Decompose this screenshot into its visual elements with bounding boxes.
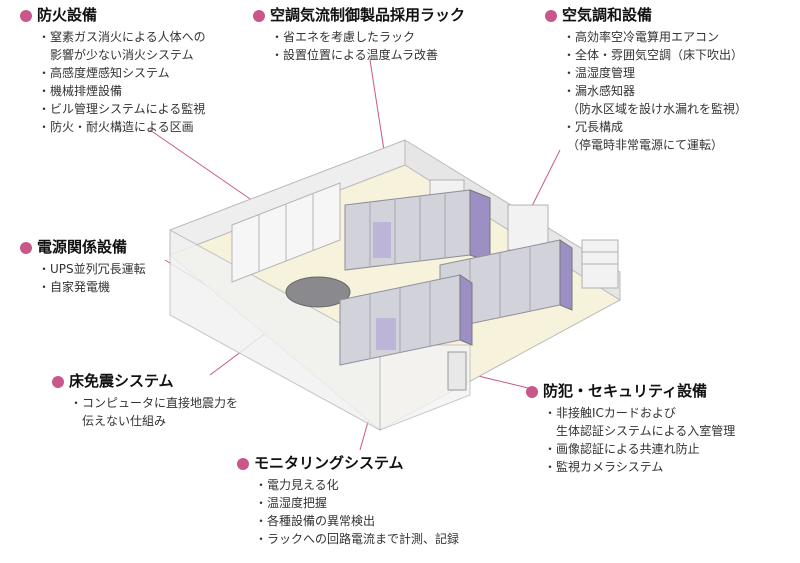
section-monitor-title: モニタリングシステム: [237, 454, 459, 473]
section-fire: 防火設備 ・窒素ガス消火による人体への 影響が少ない消火システム ・高感度煙感知…: [20, 6, 206, 136]
bullet-dot-icon: [237, 457, 249, 470]
section-security-title: 防犯・セキュリティ設備: [526, 382, 735, 401]
air-item: ・漏水感知器: [563, 84, 636, 98]
fire-item: 影響が少ない消火システム: [50, 48, 194, 62]
fire-item: ・防火・耐火構造による区画: [38, 120, 194, 134]
air-item: （停電時非常電源にて運転）: [567, 138, 724, 152]
security-item: 生体認証システムによる入室管理: [556, 424, 736, 438]
rack-item: ・設置位置による温度ムラ改善: [271, 48, 439, 62]
section-fire-title: 防火設備: [20, 6, 206, 25]
bullet-dot-icon: [545, 9, 557, 22]
rack-row-1: [344, 189, 491, 271]
power-item: ・UPS並列冗長運転: [38, 262, 146, 276]
security-item: ・監視カメラシステム: [544, 460, 664, 474]
security-item: ・画像認証による共連れ防止: [544, 442, 700, 456]
section-air-title: 空気調和設備: [545, 6, 747, 25]
seismic-floor-disc: [285, 276, 351, 308]
bullet-dot-icon: [52, 375, 64, 388]
air-item: ・温湿度管理: [563, 66, 636, 80]
air-item: （防水区域を設け水漏れを監視）: [567, 102, 748, 116]
bullet-dot-icon: [20, 241, 32, 254]
section-quake: 床免震システム ・コンピュータに直接地震力を 伝えない仕組み: [52, 372, 238, 430]
fire-item: ・ビル管理システムによる監視: [38, 102, 206, 116]
section-monitor: モニタリングシステム ・電力見える化 ・温湿度把握 ・各種設備の異常検出 ・ラッ…: [237, 454, 459, 548]
monitor-item: ・ラックへの回路電流まで計測、記録: [255, 532, 460, 546]
rack-item: ・省エネを考慮したラック: [271, 30, 416, 44]
air-item: ・全体・雰囲気空調（床下吹出）: [563, 48, 744, 62]
quake-item: 伝えない仕組み: [82, 414, 167, 428]
fire-item: ・高感度煙感知システム: [38, 66, 170, 80]
monitor-item: ・温湿度把握: [255, 496, 328, 510]
quake-item: ・コンピュータに直接地震力を: [70, 396, 239, 410]
power-item: ・自家発電機: [38, 280, 111, 294]
wall-cabinets: [231, 182, 341, 283]
security-item: ・非接触ICカードおよび: [544, 406, 676, 420]
section-air: 空気調和設備 ・高効率空冷電算用エアコン ・全体・雰囲気空調（床下吹出） ・温湿…: [545, 6, 747, 154]
section-quake-title: 床免震システム: [52, 372, 238, 391]
leader-air: [527, 149, 561, 215]
fire-item: ・窒素ガス消火による人体への: [38, 30, 206, 44]
monitor-item: ・各種設備の異常検出: [255, 514, 376, 528]
bullet-dot-icon: [20, 9, 32, 22]
monitor-item: ・電力見える化: [255, 478, 339, 492]
section-power-title: 電源関係設備: [20, 238, 146, 257]
bullet-dot-icon: [526, 385, 538, 398]
section-rack: 空調気流制御製品採用ラック ・省エネを考慮したラック ・設置位置による温度ムラ改…: [253, 6, 465, 64]
air-item: ・高効率空冷電算用エアコン: [563, 30, 720, 44]
room-door: [447, 351, 467, 391]
bullet-dot-icon: [253, 9, 265, 22]
section-power: 電源関係設備 ・UPS並列冗長運転 ・自家発電機: [20, 238, 146, 296]
section-security: 防犯・セキュリティ設備 ・非接触ICカードおよび 生体認証システムによる入室管理…: [526, 382, 735, 476]
rack-row-3: [339, 274, 473, 366]
air-item: ・冗長構成: [563, 120, 624, 134]
section-rack-title: 空調気流制御製品採用ラック: [253, 6, 465, 25]
fire-item: ・機械排煙設備: [38, 84, 123, 98]
